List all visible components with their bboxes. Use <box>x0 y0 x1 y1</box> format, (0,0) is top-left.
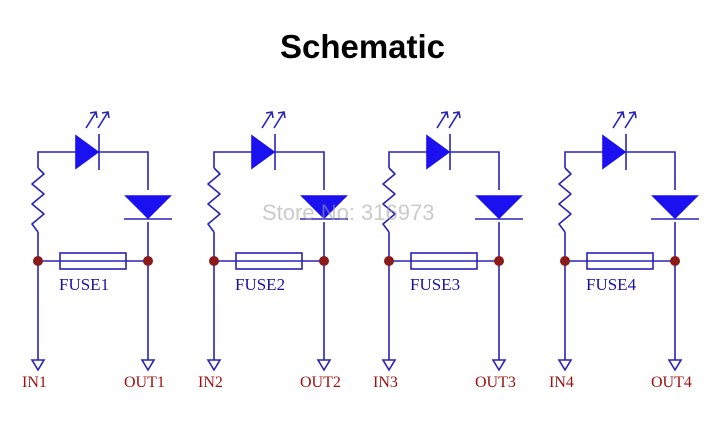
junction-dot <box>384 256 394 266</box>
input-port-icon <box>557 359 573 372</box>
light-arrow-icon <box>85 111 97 129</box>
top-wire <box>213 151 325 190</box>
output-port-icon <box>316 359 332 372</box>
led-icon <box>75 134 100 170</box>
output-label: OUT2 <box>300 374 341 391</box>
input-label: IN3 <box>373 374 398 391</box>
junction-dot <box>670 256 680 266</box>
output-port-icon <box>140 359 156 372</box>
arrowhead-icon <box>616 111 625 119</box>
light-arrow-icon <box>624 111 636 129</box>
resistor <box>382 167 396 233</box>
light-arrow-icon <box>448 111 460 129</box>
output-port-icon <box>491 359 507 372</box>
arrowhead-icon <box>628 111 637 119</box>
light-arrow-icon <box>273 111 285 129</box>
junction-dot <box>319 256 329 266</box>
arrowhead-icon <box>101 111 110 119</box>
top-wire <box>388 151 500 190</box>
junction-dot <box>494 256 504 266</box>
arrowhead-icon <box>89 111 98 119</box>
light-arrow-icon <box>261 111 273 129</box>
input-label: IN2 <box>198 374 223 391</box>
arrowhead-icon <box>277 111 286 119</box>
output-label: OUT4 <box>651 374 692 391</box>
junction-dot <box>560 256 570 266</box>
output-label: OUT1 <box>124 374 165 391</box>
fuse-label: FUSE1 <box>59 275 109 294</box>
input-label: IN1 <box>22 374 47 391</box>
input-port-icon <box>381 359 397 372</box>
led-icon <box>251 134 276 170</box>
junction-dot <box>209 256 219 266</box>
input-label: IN4 <box>549 374 574 391</box>
diode-icon <box>651 195 699 220</box>
junction-dot <box>33 256 43 266</box>
diode-icon <box>300 195 348 220</box>
arrowhead-icon <box>265 111 274 119</box>
arrowhead-icon <box>440 111 449 119</box>
diode-icon <box>124 195 172 220</box>
fuse-label: FUSE3 <box>410 275 460 294</box>
light-arrow-icon <box>612 111 624 129</box>
input-port-icon <box>206 359 222 372</box>
resistor <box>31 167 45 233</box>
resistor <box>207 167 221 233</box>
light-arrow-icon <box>436 111 448 129</box>
top-wire <box>37 151 149 190</box>
page-title: Schematic <box>279 28 446 65</box>
top-wire <box>564 151 676 190</box>
led-icon <box>602 134 627 170</box>
diode-icon <box>475 195 523 220</box>
light-arrow-icon <box>97 111 109 129</box>
arrowhead-icon <box>452 111 461 119</box>
fuse-label: FUSE2 <box>235 275 285 294</box>
output-label: OUT3 <box>475 374 516 391</box>
store-watermark: Store No: 316973 <box>262 200 435 225</box>
input-port-icon <box>30 359 46 372</box>
junction-dot <box>143 256 153 266</box>
output-port-icon <box>667 359 683 372</box>
fuse-label: FUSE4 <box>586 275 637 294</box>
led-icon <box>426 134 451 170</box>
resistor <box>558 167 572 233</box>
